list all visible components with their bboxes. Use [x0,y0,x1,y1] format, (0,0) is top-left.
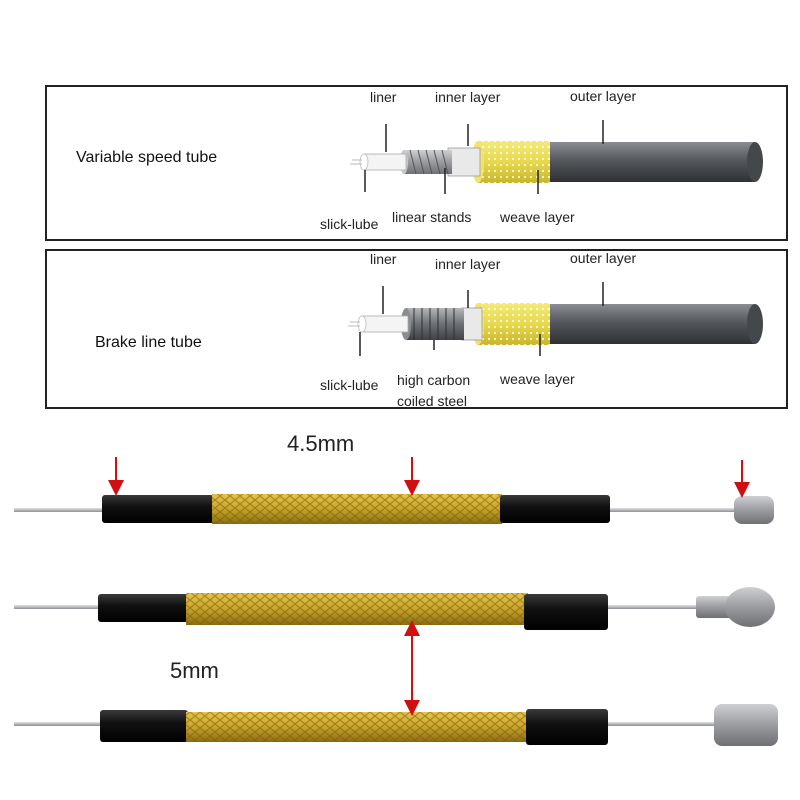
ferrule-left [102,495,214,523]
tube-illustration [350,141,763,183]
cable-end-barrel [714,704,778,746]
ferrule-left [100,710,188,742]
label-high-carbon: high carbon [397,372,470,388]
label-liner: liner [370,89,397,105]
inner-wire [608,722,720,726]
label-coiled-steel: coiled steel [397,393,467,409]
ferrule-left [98,594,188,622]
coiled-steel-shape [406,308,464,340]
label-inner-layer: inner layer [435,89,501,105]
label-linear-stands: linear stands [392,209,471,225]
label-weave-layer: weave layer [499,371,575,387]
dimension-label-4-5mm: 4.5mm [287,431,354,456]
inner-layer-shape [461,307,483,341]
outer-layer-shape [545,304,755,344]
inner-wire [14,605,104,609]
label-outer-layer: outer layer [570,88,636,104]
ferrule-right [524,594,608,630]
cable-end-ball [725,587,775,627]
liner-shape [361,315,409,333]
panel-title: Variable speed tube [76,149,217,166]
label-liner: liner [370,251,397,267]
dimension-label-5mm: 5mm [170,658,219,683]
outer-layer-shape [545,142,755,182]
ferrule-right [500,495,610,523]
tube-illustration [348,303,763,345]
cable-2 [14,587,775,630]
panel-variable-speed: Variable speed tube [45,85,788,241]
cable-1 [14,494,774,524]
measurement-arrows [108,457,750,716]
inner-wire [14,508,104,512]
label-outer-layer: outer layer [570,250,636,266]
label-weave-layer: weave layer [499,209,575,225]
inner-layer-shape [447,147,481,177]
inner-wire [14,722,104,726]
ferrule-right [526,709,608,745]
panel-brake-line: Brake line tube liner inner layer [45,249,788,409]
linear-stands-shape [404,150,452,174]
label-slick-lube: slick-lube [320,216,379,232]
liner-shape [363,153,407,171]
label-slick-lube: slick-lube [320,377,379,393]
cable-end-barrel [734,496,774,524]
inner-wire [608,605,700,609]
label-inner-layer: inner layer [435,256,501,272]
cable-3 [14,704,778,746]
panel-title: Brake line tube [95,334,202,351]
inner-wire [608,508,738,512]
